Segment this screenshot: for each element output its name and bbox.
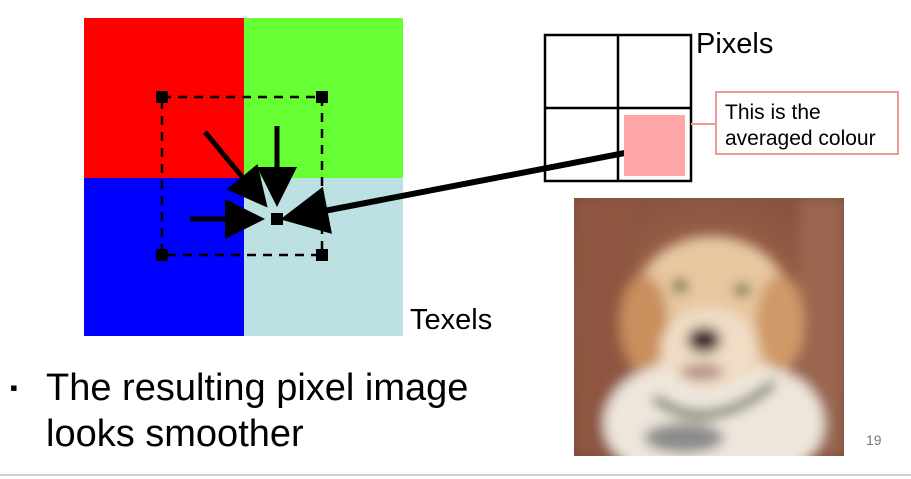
pixel-averaged — [624, 115, 685, 176]
square-bullet-icon: ▪ — [10, 375, 18, 400]
texels-label: Texels — [410, 304, 493, 336]
arrow-from-pixel — [280, 144, 657, 234]
note-text-line2: averaged colour — [725, 127, 876, 150]
bullet-text-line1: The resulting pixel image — [46, 367, 469, 409]
footer-divider — [0, 474, 911, 476]
sample-point — [271, 213, 283, 225]
corner-marker — [316, 91, 328, 103]
bullet-text-line2: looks smoother — [46, 413, 304, 455]
averaged-colour-note: This is the averaged colour — [715, 91, 899, 155]
note-text-line1: This is the — [725, 101, 821, 124]
arrow-from-red — [203, 130, 268, 208]
sample-footprint — [160, 95, 324, 257]
corner-marker — [156, 249, 168, 261]
pixels-label: Pixels — [696, 28, 774, 60]
corner-marker — [156, 91, 168, 103]
smoothed-dog-photo — [574, 198, 844, 456]
corner-marker — [316, 249, 328, 261]
page-number: 19 — [866, 432, 882, 448]
